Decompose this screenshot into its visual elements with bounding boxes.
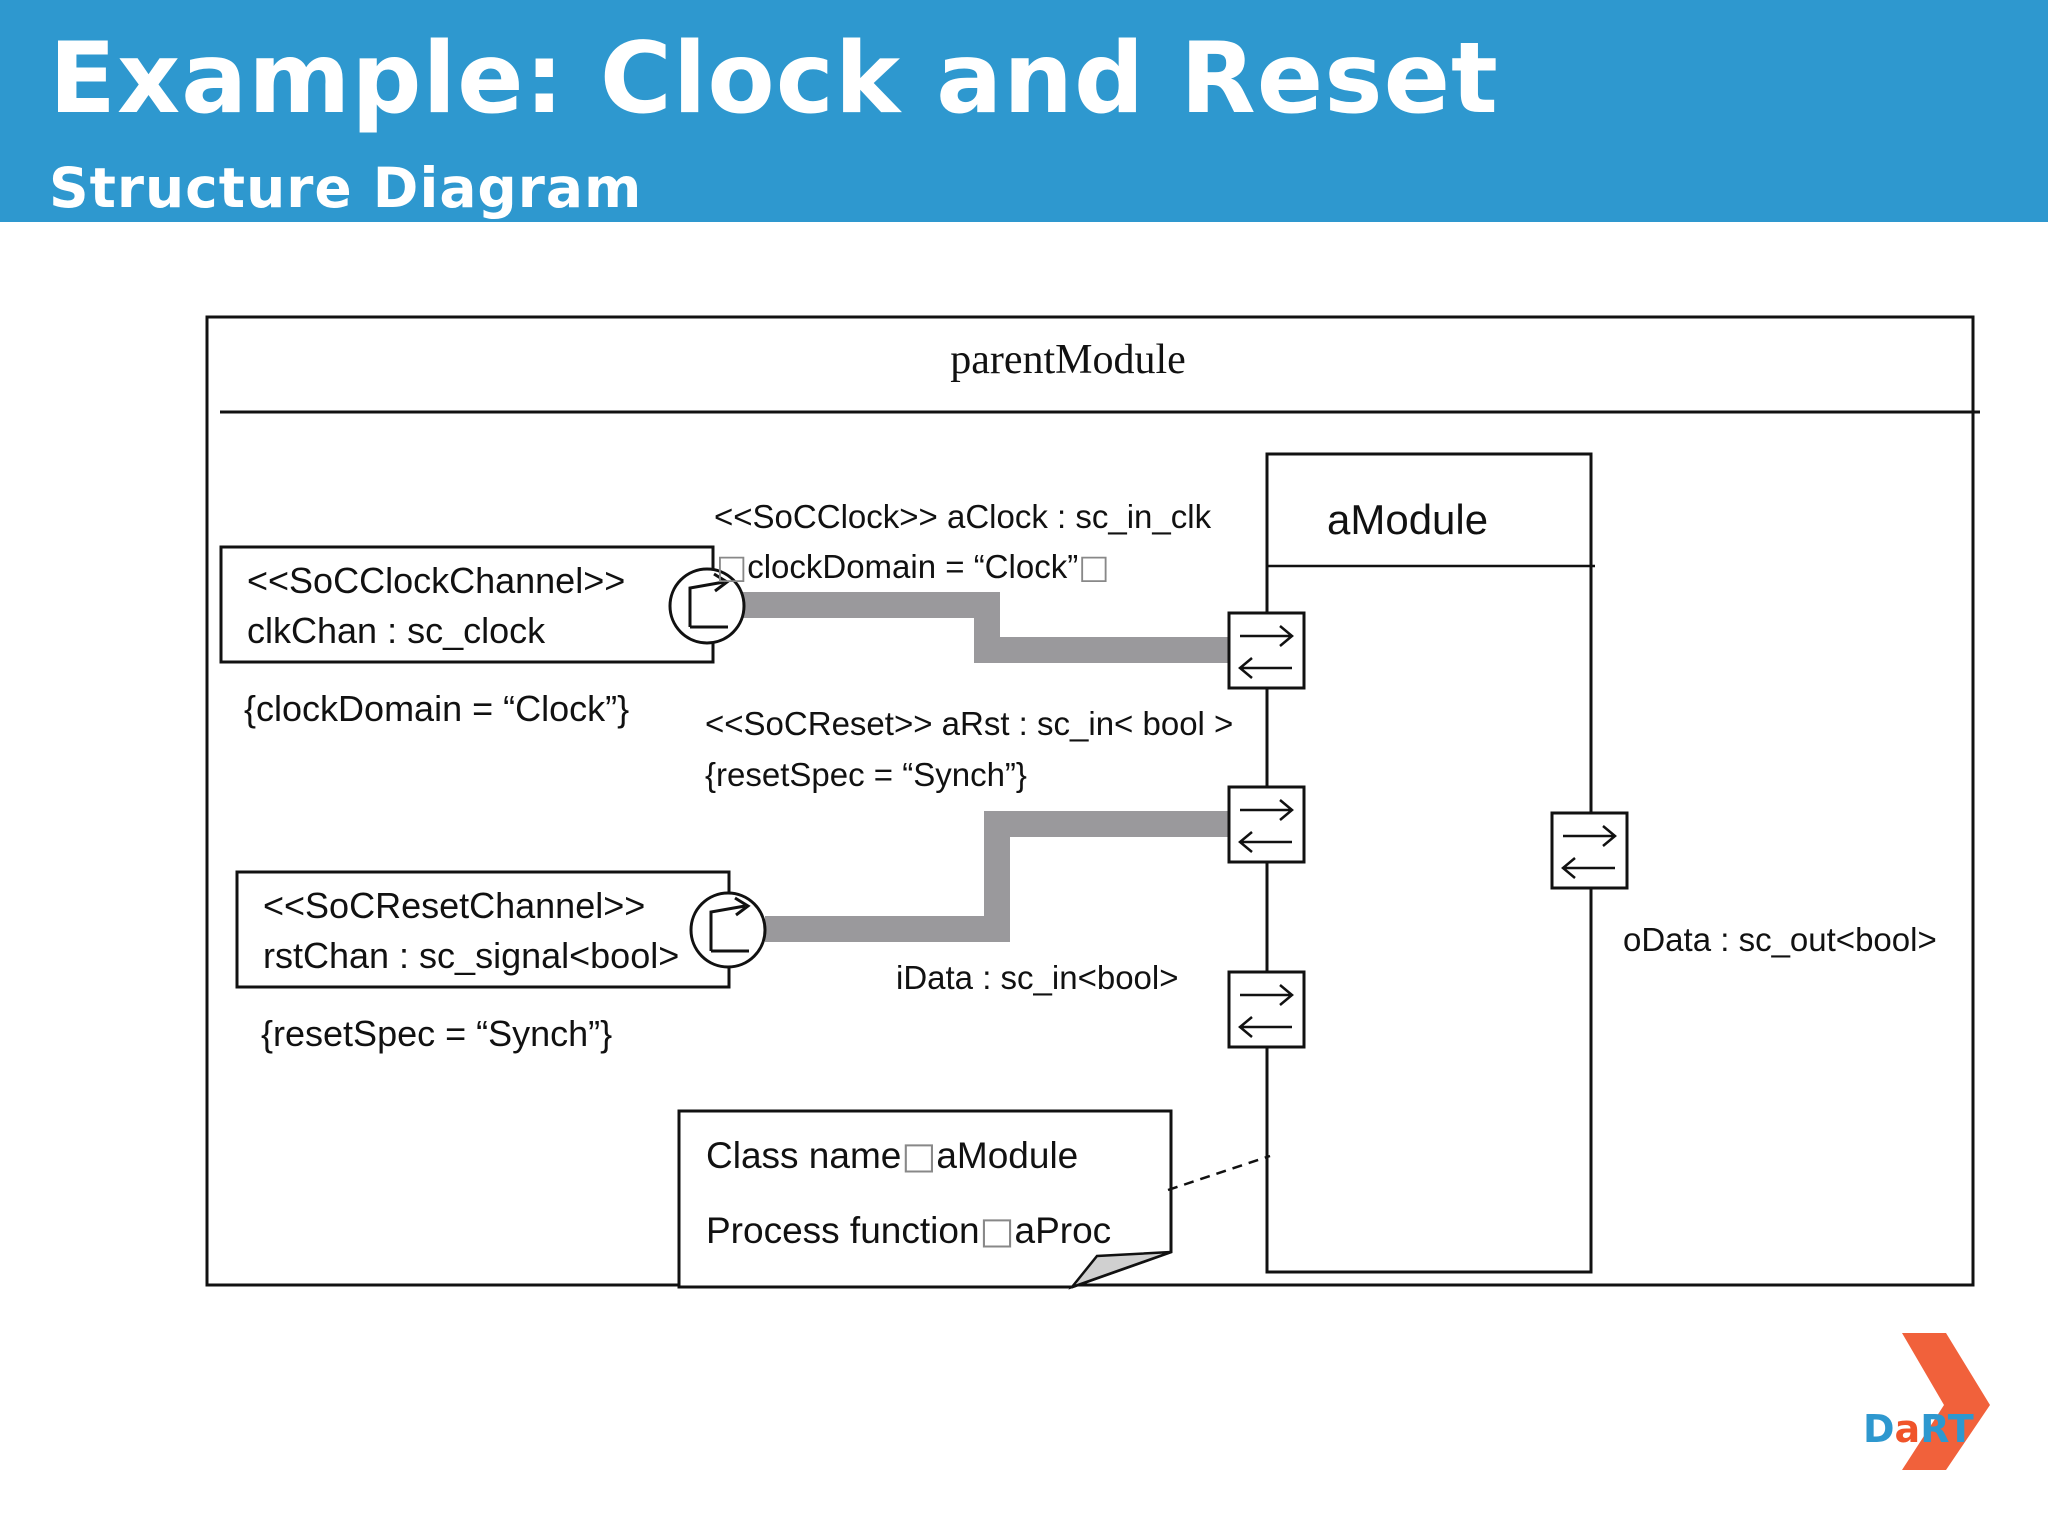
note-process-value: aProc <box>1015 1210 1112 1251</box>
clock-channel-name: clkChan : sc_clock <box>247 610 546 651</box>
reset-connector <box>765 811 1228 942</box>
clock-channel-stereotype: <<SoCClockChannel>> <box>247 560 625 601</box>
clock-channel-constraint: {clockDomain = “Clock”} <box>244 688 629 729</box>
amodule-title: aModule <box>1327 496 1488 543</box>
parent-module-frame <box>205 315 1975 1287</box>
slide-title: Example: Clock and Reset <box>49 22 1499 136</box>
clock-channel-box <box>219 545 715 664</box>
note-class-name: Class name□aModule <box>706 1134 1078 1177</box>
reset-port-constraint: {resetSpec = “Synch”} <box>705 756 1027 793</box>
clock-port-constraint: □clockDomain = “Clock”□ <box>716 547 1109 586</box>
output-data-port <box>1550 811 1629 890</box>
reset-port <box>1227 785 1306 864</box>
clock-domain-text: clockDomain = “Clock” <box>747 548 1078 585</box>
clock-port-label: <<SoCClock>> aClock : sc_in_clk <box>714 498 1212 535</box>
reset-channel-constraint: {resetSpec = “Synch”} <box>261 1013 612 1054</box>
dart-logo: DaRT <box>1863 1333 1990 1470</box>
close-glyph: □ <box>1078 547 1109 586</box>
reset-channel-port <box>689 891 767 969</box>
note-class-key: Class name <box>706 1135 901 1176</box>
input-port-label: iData : sc_in<bool> <box>896 959 1179 996</box>
open-glyph: □ <box>716 547 747 586</box>
clock-port <box>1227 611 1306 690</box>
note-anchor-line <box>1167 1154 1271 1192</box>
reset-channel-name: rstChan : sc_signal<bool> <box>263 935 679 976</box>
logo-text: DaRT <box>1863 1407 1974 1451</box>
note-class-value: aModule <box>936 1135 1078 1176</box>
reset-channel-box <box>235 870 731 989</box>
header-bar: Example: Clock and Reset Structure Diagr… <box>0 0 2048 222</box>
input-data-port <box>1227 970 1306 1049</box>
clock-connector <box>742 592 1228 663</box>
note-process-function: Process function□aProc <box>706 1209 1111 1252</box>
reset-channel-stereotype: <<SoCResetChannel>> <box>263 885 645 926</box>
class-note <box>677 1109 1173 1290</box>
note-glyph-1: □ <box>901 1134 936 1177</box>
reset-port-label: <<SoCReset>> aRst : sc_in< bool > <box>705 705 1233 742</box>
parent-module-title: parentModule <box>950 337 1186 383</box>
output-port-label: oData : sc_out<bool> <box>1623 921 1937 958</box>
clock-channel-port <box>668 567 746 645</box>
slide-subtitle: Structure Diagram <box>49 156 643 220</box>
amodule-box <box>1265 452 1593 1274</box>
note-glyph-2: □ <box>980 1209 1015 1252</box>
note-process-key: Process function <box>706 1210 980 1251</box>
